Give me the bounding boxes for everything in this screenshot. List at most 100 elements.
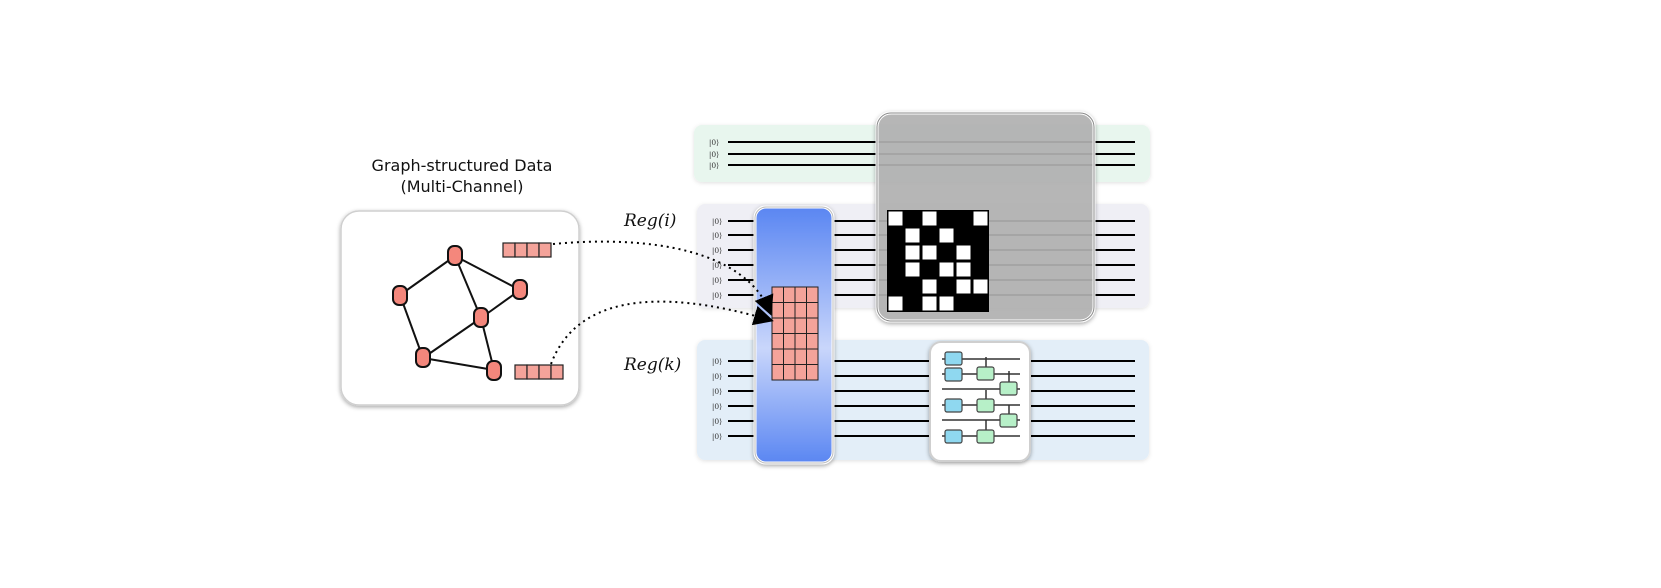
graph-node [415,347,431,368]
adjacency-cell [956,279,971,294]
feature-vector-top [502,242,552,258]
matrix-cell [806,348,819,365]
matrix-cell [783,348,796,365]
adjacency-cell [905,211,920,226]
adjacency-cell [888,245,903,260]
svg-text:|0⟩: |0⟩ [712,261,722,270]
svg-text:|0⟩: |0⟩ [712,246,722,255]
gate-green [976,398,995,413]
svg-text:|0⟩: |0⟩ [709,138,719,147]
dotted-arrow-top [552,240,774,316]
matrix-cell [783,302,796,319]
svg-text:|0⟩: |0⟩ [712,417,722,426]
adjacency-cell [956,211,971,226]
adjacency-cell [973,211,988,226]
gate-blue [944,367,963,382]
adjacency-cell [956,262,971,277]
svg-text:|0⟩: |0⟩ [712,387,722,396]
gate-green [976,429,995,444]
graph-title-line1: Graph-structured Data [372,156,553,175]
matrix-cell [794,348,807,365]
svg-text:|0⟩: |0⟩ [709,161,719,170]
gate-blue [944,429,963,444]
matrix-cell [794,302,807,319]
kets-top: |0⟩ |0⟩ |0⟩ [709,138,719,170]
graph-node [486,360,502,381]
adjacency-cell [905,245,920,260]
matrix-cell [783,317,796,334]
matrix-cell [794,317,807,334]
matrix-cell [771,286,784,303]
matrix-cell [771,317,784,334]
adjacency-cell [922,279,937,294]
matrix-cell [806,286,819,303]
adjacency-cell [922,245,937,260]
graph-node [512,279,528,300]
feature-vector-bottom [514,364,564,380]
svg-text:|0⟩: |0⟩ [709,150,719,159]
svg-text:|0⟩: |0⟩ [712,357,722,366]
matrix-cell [794,286,807,303]
matrix-cell [771,348,784,365]
reg-k-label: Reg(k) [623,355,681,375]
matrix-cell [806,317,819,334]
adjacency-cell [905,279,920,294]
adjacency-cell [922,228,937,243]
adjacency-cell [973,228,988,243]
svg-text:|0⟩: |0⟩ [712,372,722,381]
adjacency-cell [888,296,903,311]
matrix-cell [783,364,796,381]
embedded-feature-matrix [771,286,819,381]
adjacency-cell [905,262,920,277]
matrix-cell [794,333,807,350]
matrix-cell [794,364,807,381]
adjacency-cell [973,262,988,277]
adjacency-cell [922,211,937,226]
adjacency-cell [939,211,954,226]
adjacency-cell [888,211,903,226]
matrix-cell [806,364,819,381]
svg-text:|0⟩: |0⟩ [712,291,722,300]
adjacency-cell [888,262,903,277]
gate-blue [944,398,963,413]
svg-text:|0⟩: |0⟩ [712,402,722,411]
svg-text:|0⟩: |0⟩ [712,276,722,285]
adjacency-cell [956,296,971,311]
adjacency-cell [939,279,954,294]
gate-green [999,381,1018,396]
matrix-cell [771,302,784,319]
gate-green [976,366,995,381]
graph-nodes [392,245,528,381]
matrix-cell [783,333,796,350]
adjacency-cell [939,262,954,277]
adjacency-cell [939,296,954,311]
adjacency-cell [973,279,988,294]
svg-text:|0⟩: |0⟩ [712,432,722,441]
svg-text:|0⟩: |0⟩ [712,231,722,240]
adjacency-cell [956,245,971,260]
kets-reg-k: |0⟩ |0⟩ |0⟩ |0⟩ |0⟩ |0⟩ [712,357,722,441]
adjacency-cell [905,296,920,311]
adjacency-cell [973,245,988,260]
gate-green [999,413,1018,428]
adjacency-cell [905,228,920,243]
matrix-cell [771,333,784,350]
adjacency-cell [956,228,971,243]
svg-text:|0⟩: |0⟩ [712,217,722,226]
matrix-cell [806,333,819,350]
gate-blue [944,351,963,366]
graph-node [392,285,408,306]
adjacency-cell [939,228,954,243]
reg-i-label: Reg(i) [623,211,676,231]
adjacency-cell [939,245,954,260]
adjacency-cell [973,296,988,311]
adjacency-matrix [887,210,989,312]
kets-reg-i: |0⟩ |0⟩ |0⟩ |0⟩ |0⟩ |0⟩ [712,217,722,300]
matrix-cell [783,286,796,303]
adjacency-cell [888,279,903,294]
matrix-cell [771,364,784,381]
graph-node [447,245,463,266]
adjacency-cell [922,262,937,277]
adjacency-cell [888,228,903,243]
